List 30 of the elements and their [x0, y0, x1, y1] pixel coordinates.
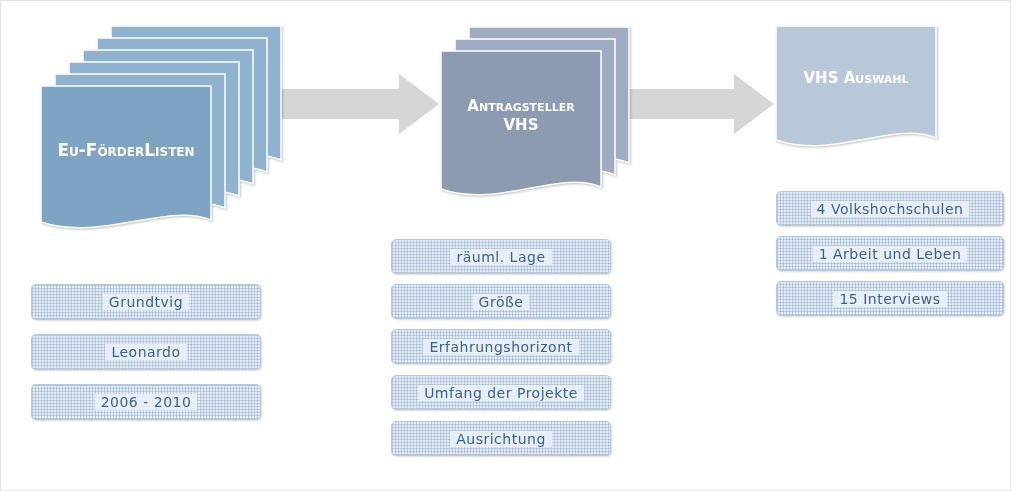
block-arrow	[281, 74, 439, 134]
criteria-box	[391, 329, 611, 364]
block-arrow	[629, 74, 774, 134]
criteria-label: Ausrichtung	[450, 430, 552, 447]
criteria-box	[31, 334, 261, 370]
criteria-box	[391, 239, 611, 274]
criteria-box	[776, 236, 1004, 271]
criteria-label: 15 Interviews	[833, 290, 947, 307]
criteria-box	[391, 421, 611, 456]
document-stack	[441, 27, 629, 195]
criteria-label: Größe	[472, 293, 530, 310]
criteria-box	[776, 281, 1004, 316]
document-stack	[776, 26, 936, 146]
criteria-label: räuml. Lage	[450, 248, 552, 265]
criteria-label: 2006 - 2010	[94, 394, 198, 410]
criteria-label: 4 Volkshochschulen	[810, 200, 970, 217]
criteria-box	[776, 191, 1004, 226]
document-stack	[41, 26, 281, 228]
criteria-label: 1 Arbeit und Leben	[812, 245, 968, 262]
criteria-box	[391, 284, 611, 319]
criteria-box	[391, 375, 611, 410]
criteria-label: Leonardo	[105, 344, 187, 360]
criteria-label: Erfahrungshorizont	[423, 338, 579, 355]
criteria-box	[31, 284, 261, 320]
document-label: Eu-FörderListen	[56, 138, 196, 162]
document-label: VHS Auswahl	[802, 68, 910, 90]
document-label: Antragsteller VHS	[466, 95, 576, 136]
criteria-label: Umfang der Projekte	[418, 384, 584, 401]
criteria-box	[31, 384, 261, 420]
criteria-label: Grundtvig	[102, 294, 190, 310]
